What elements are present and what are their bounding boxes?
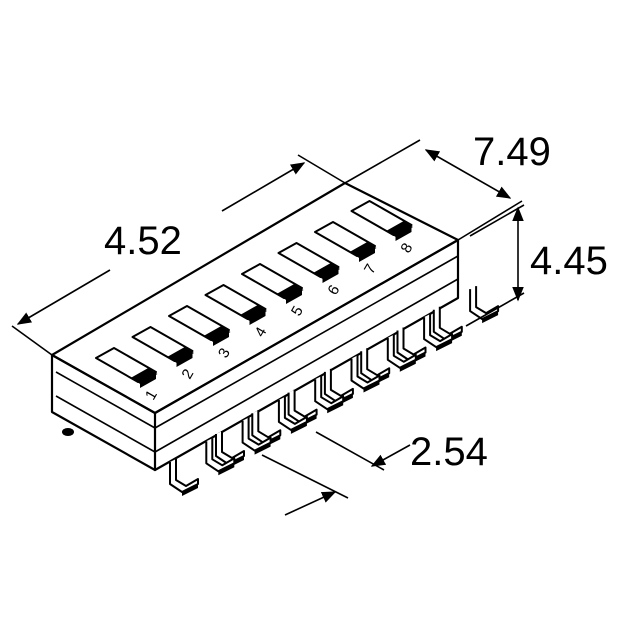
- dimension-width-label: 7.49: [473, 130, 551, 174]
- end-tab: [62, 428, 74, 436]
- pins: [62, 286, 500, 496]
- pin-lead: [469, 286, 500, 324]
- dimension-width: 7.49: [344, 130, 551, 241]
- pin-lead: [169, 459, 199, 496]
- pin-lead: [314, 376, 345, 414]
- pin-lead: [241, 417, 272, 455]
- body-side-face: [153, 238, 460, 472]
- switch-actuator: 1: [95, 347, 161, 403]
- dimension-pitch: 2.54: [261, 430, 488, 516]
- switch-number-label: 4: [251, 324, 270, 340]
- dimension-pitch-label: 2.54: [410, 430, 488, 474]
- pin-lead: [386, 334, 417, 372]
- pin-lead: [205, 438, 236, 476]
- switch-number-label: 3: [215, 345, 234, 361]
- switch-actuator: 3: [168, 305, 234, 361]
- switch-number-label: 8: [397, 240, 416, 256]
- actuators: 1 2 3 4 5 6 7 8: [95, 200, 416, 403]
- pin-lead: [350, 355, 381, 393]
- dimension-height: 4.45: [465, 204, 608, 327]
- dimension-length: 4.52: [11, 154, 346, 356]
- switch-number-label: 1: [142, 387, 161, 403]
- switch-number-label: 2: [178, 366, 197, 382]
- dimension-length-label: 4.52: [104, 219, 182, 263]
- dimension-height-label: 4.45: [530, 239, 608, 283]
- switch-number-label: 6: [324, 282, 343, 298]
- switch-number-label: 7: [361, 261, 380, 277]
- pin-lead: [277, 396, 308, 434]
- switch-number-label: 5: [288, 303, 307, 319]
- pin-lead: [423, 314, 454, 352]
